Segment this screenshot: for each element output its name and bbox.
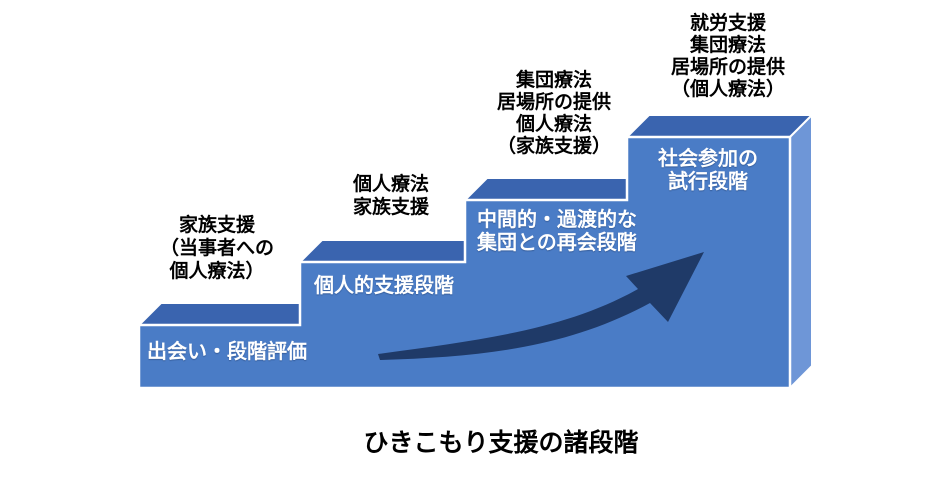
- step4-top-face: [624, 114, 815, 138]
- step2-label: 個人的支援段階: [314, 275, 454, 298]
- diagram-title: ひきこもり支援の諸段階: [363, 429, 639, 457]
- upward-curved-arrow: [378, 252, 704, 360]
- label-line: 試行段階: [668, 171, 748, 193]
- step4-label: 社会参加の 試行段階: [658, 148, 758, 194]
- label-line: 家族支援: [178, 215, 256, 236]
- step2-above-label: 個人療法 家族支援: [353, 173, 429, 219]
- label-line: 中間的・過渡的な: [477, 209, 637, 231]
- step1-above-label: 家族支援 （当事者への 個人療法）: [160, 214, 274, 283]
- label-line: 就労支援: [689, 13, 767, 34]
- label-line: （個人療法）: [670, 79, 786, 100]
- step4-above-label: 就労支援 集団療法 居場所の提供 （個人療法）: [671, 13, 785, 101]
- label-line: 集団との再会段階: [477, 232, 637, 254]
- label-line: 集団療法: [515, 70, 593, 91]
- step3-above-label: 集団療法 居場所の提供 個人療法 （家族支援）: [497, 70, 611, 158]
- step1-label: 出会い・段階評価: [147, 341, 307, 364]
- step3-top-face: [462, 177, 652, 201]
- staircase-front-face: [137, 135, 792, 390]
- label-line: 居場所の提供: [670, 57, 786, 78]
- label-line: 個人療法）: [169, 261, 265, 282]
- label-line: 社会参加の: [658, 148, 758, 170]
- staircase-side-face: [789, 112, 813, 391]
- label-line: （家族支援）: [496, 136, 612, 157]
- label-line: （当事者への: [159, 238, 275, 259]
- label-line: 出会い・段階評価: [147, 341, 307, 363]
- label-line: 居場所の提供: [496, 92, 612, 113]
- step3-label: 中間的・過渡的な 集団との再会段階: [477, 209, 637, 255]
- label-line: 集団療法: [689, 35, 767, 56]
- label-line: 個人的支援段階: [314, 275, 454, 297]
- step1-top-face: [136, 302, 325, 326]
- label-line: 家族支援: [352, 197, 430, 218]
- step2-top-face: [297, 239, 490, 263]
- label-line: 個人療法: [515, 114, 593, 135]
- label-line: 個人療法: [352, 174, 430, 195]
